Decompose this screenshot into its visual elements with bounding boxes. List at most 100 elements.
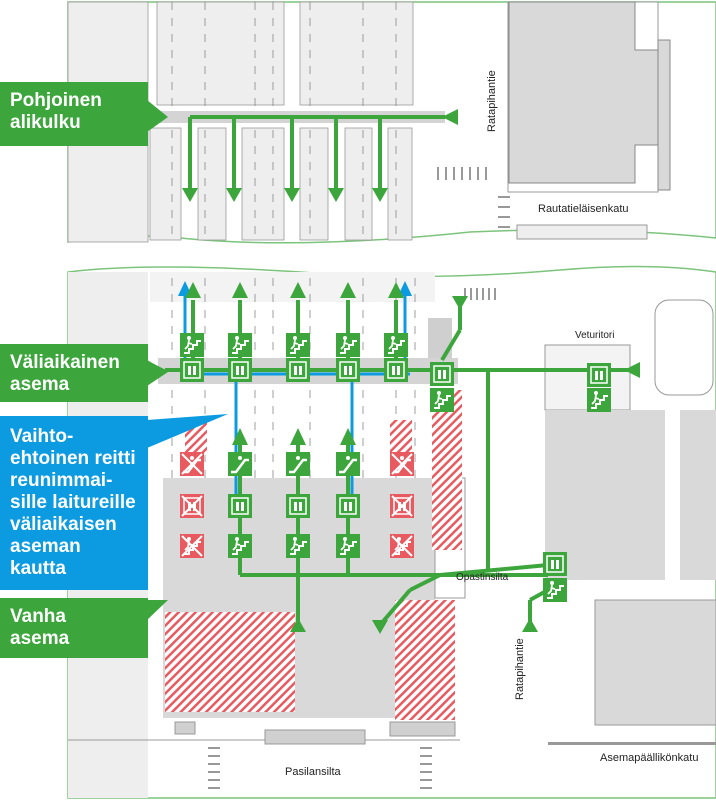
- street-label-opastinsilta: Opastinsilta: [456, 572, 509, 583]
- stairs-icon: [180, 333, 204, 357]
- elevator-person: [241, 366, 244, 375]
- curb: [548, 742, 716, 745]
- elevator-icon: [228, 358, 252, 382]
- elevator-icon: [180, 358, 204, 382]
- elevator-person: [397, 366, 400, 375]
- street-label-ratapihantie-north: Ratapihantie: [486, 70, 498, 132]
- elevator-frame: [289, 497, 307, 515]
- stairs-glyph: [232, 541, 249, 555]
- cross-line: [391, 495, 413, 517]
- route-line: [439, 563, 549, 577]
- elevator-person: [349, 366, 352, 375]
- elevator-person: [236, 366, 239, 375]
- arrow-entrance-icon: [290, 618, 306, 632]
- callout-pointer: [147, 414, 228, 448]
- person-head: [343, 537, 347, 541]
- building: [264, 729, 366, 745]
- platform-block: [156, 1, 285, 106]
- cross-line: [391, 453, 413, 475]
- escalator-glyph: [183, 458, 201, 474]
- elevator-person: [398, 502, 401, 511]
- elevator-frame: [289, 361, 307, 379]
- stairs-glyph: [232, 340, 249, 354]
- person-head: [391, 336, 395, 340]
- street-label-ratapihantie-south: Ratapihantie: [514, 638, 526, 700]
- person-head: [235, 336, 239, 340]
- elevator-person: [349, 502, 352, 511]
- elevator-icon: [286, 358, 310, 382]
- person-head: [437, 391, 441, 395]
- person-head: [293, 537, 297, 541]
- closed-area: [395, 600, 455, 720]
- stairs-icon: [543, 578, 567, 602]
- street-label-asemapaallikonkatu: Asemapäällikönkatu: [600, 752, 699, 764]
- elevator-frame: [339, 361, 357, 379]
- elevator-person: [299, 502, 302, 511]
- platform-block: [387, 127, 413, 241]
- escalator-glyph: [289, 458, 307, 474]
- person-head: [238, 456, 242, 460]
- stairs-icon: [430, 388, 454, 412]
- closed-elevator-icon: [390, 494, 414, 518]
- arrow-up-icon: [340, 428, 356, 445]
- arrow-entrance-icon: [522, 618, 538, 632]
- arrow-up-icon: [185, 282, 201, 298]
- person-head: [343, 336, 347, 340]
- stairs-icon: [286, 534, 310, 558]
- stairs-icon: [336, 534, 360, 558]
- building: [545, 410, 665, 580]
- escalator-icon: [228, 452, 252, 476]
- stairs-glyph: [340, 340, 357, 354]
- plaza-outline: [654, 299, 714, 396]
- platform-block: [241, 127, 285, 241]
- elevator-frame: [393, 497, 411, 515]
- arrow-entrance-icon: [624, 362, 640, 378]
- elevator-frame: [546, 555, 564, 573]
- stairs-glyph: [591, 395, 608, 409]
- person-body: [290, 339, 299, 350]
- elevator-frame: [339, 497, 357, 515]
- stairs-icon: [587, 388, 611, 412]
- callout-pointer: [147, 600, 168, 620]
- elevator-icon: [430, 362, 454, 386]
- arrow-down-icon: [226, 188, 242, 202]
- elevator-icon: [286, 494, 310, 518]
- elevator-frame: [183, 361, 201, 379]
- arrow-down-icon: [284, 188, 300, 202]
- elevator-person: [241, 502, 244, 511]
- building: [174, 721, 196, 735]
- arrow-up-icon: [232, 428, 248, 445]
- street-label-pasilansilta: Pasilansilta: [285, 766, 341, 778]
- route-line: [378, 588, 412, 627]
- person-body: [340, 540, 349, 551]
- elevator-icon: [228, 494, 252, 518]
- building: [516, 224, 648, 240]
- elevator-person: [193, 366, 196, 375]
- elevator-person: [188, 502, 191, 511]
- escalator-glyph: [339, 458, 357, 474]
- stairs-glyph: [290, 541, 307, 555]
- person-body: [184, 339, 193, 350]
- arrow-entrance-icon: [452, 296, 468, 310]
- elevator-person: [294, 366, 297, 375]
- arrow-up-icon: [290, 282, 306, 298]
- elevator-person: [556, 560, 559, 569]
- elevator-person: [403, 502, 406, 511]
- stairs-icon: [336, 333, 360, 357]
- closed-area: [432, 390, 462, 550]
- arrow-up-icon: [340, 282, 356, 298]
- stairs-glyph: [388, 340, 405, 354]
- elevator-person: [344, 366, 347, 375]
- elevator-icon: [336, 494, 360, 518]
- building: [657, 39, 671, 191]
- callout-alternative-route: Vaihto- ehtoinen reitti reunimmai- sille…: [0, 416, 148, 590]
- arrow-up-icon: [290, 428, 306, 445]
- closed-escalator-icon: [180, 452, 204, 476]
- platform-block: [299, 127, 329, 241]
- closed-area: [165, 612, 295, 712]
- elevator-person: [236, 502, 239, 511]
- arrow-entrance-icon: [442, 109, 458, 125]
- person-head: [190, 456, 194, 460]
- building: [594, 599, 716, 726]
